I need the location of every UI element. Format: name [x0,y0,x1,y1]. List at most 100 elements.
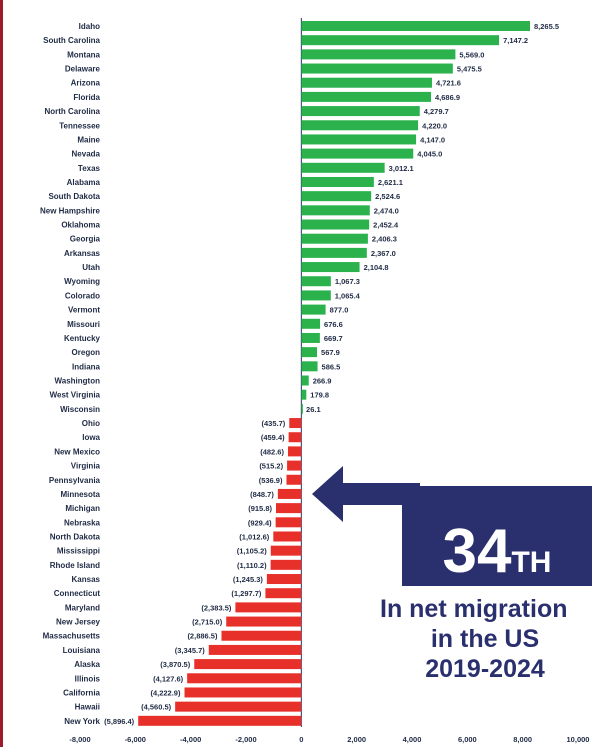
state-label: Pennsylvania [49,476,101,485]
bar [301,91,432,102]
bar [301,106,420,117]
state-label: Connecticut [54,589,101,598]
x-tick-label: 0 [299,735,303,744]
bar [270,545,302,556]
value-label: (4,127.6) [153,674,184,683]
state-label: Oklahoma [61,221,100,230]
bar [301,162,385,173]
value-label: (1,110.2) [237,561,267,570]
state-label: South Carolina [43,36,100,45]
state-label: Missouri [67,320,100,329]
value-label: 3,012.1 [389,164,414,173]
bar [301,120,419,131]
bar [286,474,302,485]
bar [289,418,302,429]
value-label: (435.7) [262,419,286,428]
state-label: Virginia [71,462,101,471]
value-label: 4,686.9 [435,93,460,102]
value-label: 676.6 [324,320,343,329]
state-label: Alaska [74,660,100,669]
bar [301,176,374,187]
callout-arrow [312,465,420,522]
bar [287,446,302,457]
state-label: Utah [82,263,100,272]
value-label: (4,222.9) [150,688,181,697]
state-label: Alabama [67,178,101,187]
bar [184,687,302,698]
bar [275,517,302,528]
state-label: North Carolina [44,107,100,116]
state-label: West Virginia [50,391,101,400]
value-label: 877.0 [330,306,349,315]
x-tick-label: -8,000 [69,735,90,744]
bar [301,134,417,145]
state-label: Wisconsin [60,405,100,414]
value-label: (929.4) [248,518,272,527]
state-label: Montana [67,50,100,59]
state-label: New Hampshire [40,206,101,215]
value-label: (2,886.5) [187,632,218,641]
value-label: (915.8) [248,504,272,513]
bar [277,488,302,499]
state-label: Minnesota [60,490,100,499]
state-label: Tennessee [59,121,100,130]
state-label: Maine [77,135,100,144]
callout-line-2: in the US [430,625,540,653]
value-labels-group: 8,265.57,147.25,569.05,475.54,721.64,686… [104,22,559,726]
state-label: Louisiana [63,646,101,655]
state-label: California [63,688,100,697]
bar [221,630,302,641]
x-tick-label: 6,000 [458,735,477,744]
state-label: Hawaii [75,703,100,712]
value-label: 2,621.1 [378,178,403,187]
value-label: 2,406.3 [372,235,397,244]
state-label: Oregon [72,348,101,357]
bar [301,304,326,315]
bar [301,205,370,216]
bar [301,191,372,202]
value-label: (3,345.7) [175,646,206,655]
value-label: 26.1 [306,405,321,414]
state-label: Idaho [79,22,100,31]
rank-text: 34TH [443,517,552,586]
rank-suffix: TH [511,546,551,579]
state-label: Wyoming [64,277,100,286]
bars-group [138,21,531,726]
bar [194,659,302,670]
x-tick-label: -6,000 [125,735,146,744]
bar [301,290,331,301]
bar [208,644,302,655]
bar [288,432,302,443]
value-label: 7,147.2 [503,36,528,45]
bar [287,460,302,471]
bar [226,616,302,627]
bar [301,247,367,258]
bar [265,588,302,599]
bar [301,63,453,74]
state-label: Michigan [65,504,100,513]
value-label: 8,265.5 [534,22,559,31]
value-label: (3,870.5) [160,660,191,669]
callout-line-1: In net migration [380,595,568,623]
value-label: 2,474.0 [374,206,399,215]
state-label: Massachusetts [43,632,101,641]
state-label: New York [64,717,100,726]
value-label: (4,560.5) [141,703,172,712]
bar [301,233,368,244]
value-label: 4,721.6 [436,79,461,88]
state-label: Arkansas [64,249,101,258]
value-label: 4,220.0 [422,121,447,130]
bar [301,375,309,386]
bar [273,531,302,542]
bar [275,503,302,514]
state-label: Indiana [72,362,101,371]
value-label: (482.6) [260,447,284,456]
value-label: 4,279.7 [424,107,449,116]
x-tick-label: 10,000 [567,735,590,744]
bar [270,559,302,570]
bar [301,389,307,400]
value-label: 567.9 [321,348,340,357]
bar [301,262,360,273]
